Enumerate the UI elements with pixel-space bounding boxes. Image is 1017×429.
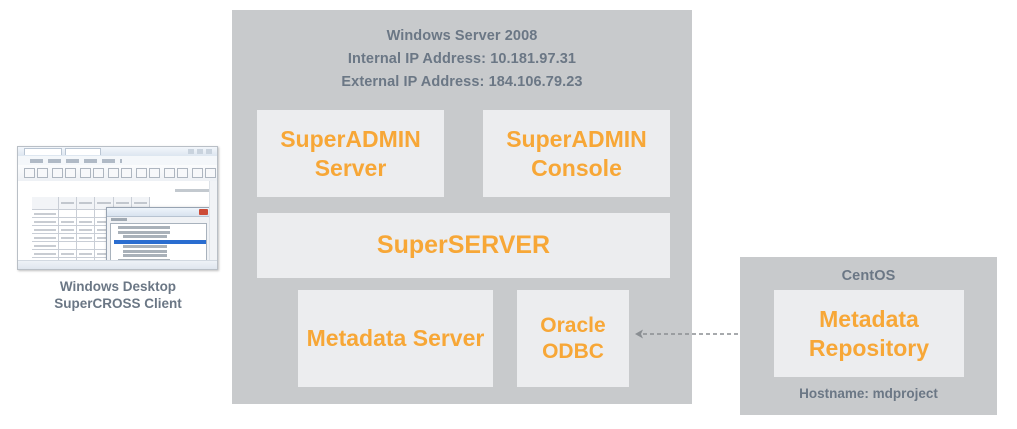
box-label-line2: Console — [531, 154, 622, 181]
thumbnail-toolbar-icon — [93, 168, 104, 178]
table-cell — [32, 242, 59, 250]
box-label-line2: ODBC — [542, 339, 604, 363]
thumbnail-toolbar-icon — [121, 168, 132, 178]
list-item — [118, 226, 170, 229]
table-cell — [32, 197, 59, 210]
centos-panel: CentOS Metadata Repository Hostname: mdp… — [740, 257, 997, 415]
thumbnail-toolbar-icon — [177, 168, 188, 178]
table-cell — [77, 226, 96, 234]
thumbnail-crosstab-table — [32, 197, 151, 269]
table-cell — [58, 242, 78, 250]
thumbnail-toolbar — [18, 165, 217, 182]
box-superserver-label: SuperSERVER — [376, 231, 551, 260]
table-cell — [77, 242, 96, 250]
box-label-line1: Metadata — [819, 306, 919, 333]
thumbnail-workarea — [18, 181, 217, 269]
client-caption-line2: SuperCROSS Client — [54, 296, 182, 311]
windows-desktop-client-group: Windows Desktop SuperCROSS Client — [12, 146, 224, 312]
thumbnail-title-tab-1 — [24, 148, 62, 155]
table-cell — [32, 218, 59, 226]
list-item — [118, 230, 170, 234]
thumbnail-toolbar-icon — [136, 168, 147, 178]
supercross-client-screenshot-thumbnail — [17, 146, 218, 270]
thumbnail-toolbar-icon — [52, 168, 63, 178]
centos-hostname-label: Hostname: mdproject — [799, 386, 938, 401]
box-oracle-odbc[interactable]: Oracle ODBC — [517, 290, 629, 387]
thumbnail-toolbar-icon — [205, 168, 216, 178]
server-panel-internal-ip: Internal IP Address: 10.181.97.31 — [347, 51, 577, 67]
thumbnail-menu-items — [30, 159, 122, 163]
table-cell — [58, 210, 78, 218]
box-label-line1: SuperADMIN — [280, 126, 421, 153]
box-label-line1: Oracle — [540, 313, 606, 337]
thumbnail-toolbar-icon — [192, 168, 203, 178]
table-cell — [32, 226, 59, 234]
box-metadata-repository-label: Metadata Repository — [809, 305, 929, 361]
box-superadmin-console-label: SuperADMIN Console — [506, 125, 647, 181]
list-item-selected — [114, 239, 206, 244]
thumbnail-toolbar-icon — [37, 168, 48, 178]
table-cell — [77, 250, 96, 258]
table-cell — [58, 250, 78, 258]
table-cell — [58, 226, 78, 234]
table-row — [32, 197, 151, 210]
thumbnail-toolbar-icon — [164, 168, 175, 178]
centos-panel-title: CentOS — [841, 268, 896, 284]
list-item — [123, 254, 167, 257]
thumbnail-toolbar-icon — [149, 168, 160, 178]
thumbnail-statusbar — [18, 260, 217, 269]
table-cell — [95, 197, 114, 210]
list-item — [123, 245, 167, 248]
table-cell — [77, 234, 96, 242]
table-cell — [58, 218, 78, 226]
table-cell — [32, 234, 59, 242]
table-cell — [58, 234, 78, 242]
box-label-line1: SuperADMIN — [506, 126, 647, 153]
table-cell — [58, 197, 78, 210]
client-caption: Windows Desktop SuperCROSS Client — [12, 278, 224, 312]
thumbnail-window-controls — [188, 149, 214, 154]
box-label-line2: Server — [314, 154, 387, 181]
odbc-to-repository-connector — [635, 329, 785, 339]
box-superserver[interactable]: SuperSERVER — [257, 213, 670, 278]
table-cell — [77, 218, 96, 226]
thumbnail-workarea-caption — [175, 189, 209, 192]
dialog-titlebar — [107, 208, 210, 217]
thumbnail-toolbar-icon — [65, 168, 76, 178]
table-cell — [77, 210, 96, 218]
box-label-line2: Repository — [808, 334, 930, 361]
box-metadata-repository[interactable]: Metadata Repository — [774, 290, 964, 377]
list-item — [123, 235, 167, 238]
server-panel-external-ip: External IP Address: 184.106.79.23 — [341, 74, 583, 90]
box-superadmin-server[interactable]: SuperADMIN Server — [257, 110, 444, 197]
table-cell — [32, 210, 59, 218]
thumbnail-toolbar-icon — [80, 168, 91, 178]
box-metadata-server-label: Metadata Server — [306, 325, 485, 352]
box-superadmin-server-label: SuperADMIN Server — [280, 125, 421, 181]
thumbnail-toolbar-icon — [24, 168, 35, 178]
close-icon — [199, 209, 208, 215]
dialog-field-label — [111, 218, 127, 221]
server-panel-title-line1: Windows Server 2008 — [386, 28, 538, 44]
box-oracle-odbc-label: Oracle ODBC — [540, 313, 605, 364]
box-superadmin-console[interactable]: SuperADMIN Console — [483, 110, 670, 197]
list-item — [123, 249, 167, 253]
thumbnail-title-tab-2 — [65, 148, 101, 155]
table-cell — [77, 197, 96, 210]
windows-server-2008-panel: Windows Server 2008 Internal IP Address:… — [232, 10, 692, 404]
client-caption-line1: Windows Desktop — [59, 279, 177, 294]
thumbnail-toolbar-icon — [108, 168, 119, 178]
table-cell — [32, 250, 59, 258]
thumbnail-vertical-scrollbar — [209, 181, 217, 261]
box-metadata-server[interactable]: Metadata Server — [298, 290, 493, 387]
